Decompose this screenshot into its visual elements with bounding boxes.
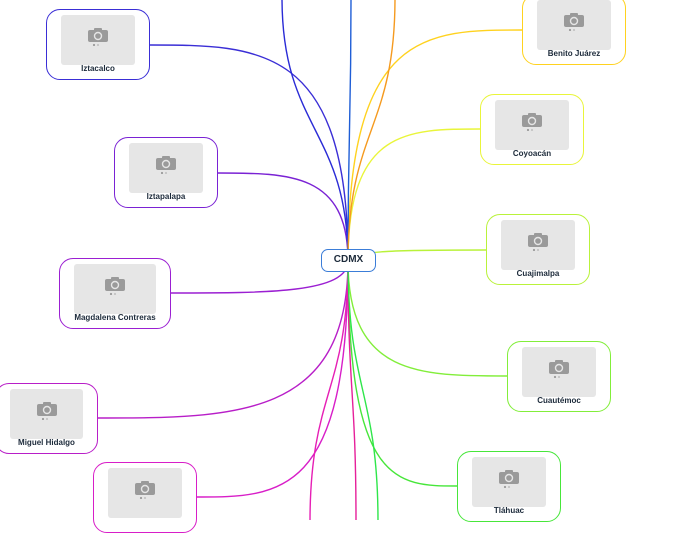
camera-icon xyxy=(499,470,519,488)
connector-line xyxy=(347,260,357,520)
connector-line xyxy=(309,260,349,520)
connector-line xyxy=(347,0,352,262)
connector-line xyxy=(347,260,508,377)
node-unlabeled[interactable] xyxy=(93,462,197,533)
node-label: Iztacalco xyxy=(81,64,115,73)
connector-line xyxy=(347,0,396,262)
connector-line xyxy=(347,128,481,262)
image-placeholder xyxy=(10,389,83,439)
connector-line xyxy=(347,260,458,487)
camera-icon xyxy=(135,481,155,499)
node-cuajimalpa[interactable]: Cuajimalpa xyxy=(486,214,590,285)
camera-icon xyxy=(105,277,125,295)
node-magdalena-contreras[interactable]: Magdalena Contreras xyxy=(59,258,171,329)
root-node[interactable]: CDMX xyxy=(321,249,376,272)
connector-line xyxy=(149,44,349,262)
image-placeholder xyxy=(129,143,203,193)
image-placeholder xyxy=(495,100,569,150)
image-placeholder xyxy=(61,15,135,65)
connector-line xyxy=(196,260,349,498)
connector-line xyxy=(347,260,379,520)
image-placeholder xyxy=(537,0,611,50)
camera-icon xyxy=(36,402,57,420)
node-label: Cuautémoc xyxy=(537,396,581,405)
node-tlahuac[interactable]: Tláhuac xyxy=(457,451,561,522)
image-placeholder xyxy=(522,347,596,397)
node-label: Coyoacán xyxy=(512,149,552,158)
node-label: Iztapalapa xyxy=(146,192,186,201)
image-placeholder xyxy=(501,220,575,270)
node-label: Magdalena Contreras xyxy=(74,313,156,322)
node-benito-juarez[interactable]: Benito Juárez xyxy=(522,0,626,65)
camera-icon xyxy=(156,156,176,174)
image-placeholder xyxy=(472,457,546,507)
image-placeholder xyxy=(108,468,182,518)
camera-icon xyxy=(528,233,548,251)
connector-line xyxy=(97,260,349,419)
node-label: Benito Juárez xyxy=(547,49,601,58)
camera-icon xyxy=(549,360,569,378)
node-label: Miguel Hidalgo xyxy=(18,438,75,447)
node-iztacalco[interactable]: Iztacalco xyxy=(46,9,150,80)
image-placeholder xyxy=(74,264,156,314)
connector-line xyxy=(217,172,349,262)
node-label: Tláhuac xyxy=(493,506,525,515)
camera-icon xyxy=(564,13,584,31)
node-iztapalapa[interactable]: Iztapalapa xyxy=(114,137,218,208)
node-coyoacan[interactable]: Coyoacán xyxy=(480,94,584,165)
connector-lines xyxy=(97,0,523,520)
node-cuautemoc[interactable]: Cuautémoc xyxy=(507,341,611,412)
node-miguel-hidalgo[interactable]: Miguel Hidalgo xyxy=(0,383,98,454)
camera-icon xyxy=(88,28,108,46)
connector-line xyxy=(281,0,349,262)
camera-icon xyxy=(522,113,542,131)
node-label: Cuajimalpa xyxy=(516,269,560,278)
connector-line xyxy=(347,29,523,262)
